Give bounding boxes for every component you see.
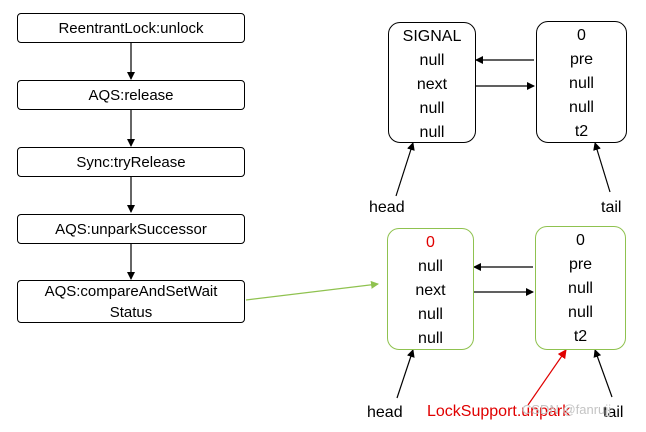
node-field: null bbox=[569, 75, 594, 92]
node-field: next bbox=[416, 76, 448, 93]
cas-arrow bbox=[245, 280, 379, 301]
node-field: null bbox=[569, 99, 594, 116]
node-field: SIGNAL bbox=[402, 28, 462, 45]
node-field: null bbox=[568, 280, 593, 297]
bottom-head-pointer bbox=[396, 349, 415, 399]
bottom-tail-pointer bbox=[593, 349, 613, 398]
top-tail-node: 0 pre null null t2 bbox=[536, 21, 627, 143]
node-field: null bbox=[418, 306, 443, 323]
step-reentrantlock-unlock: ReentrantLock:unlock bbox=[17, 13, 245, 43]
step-aqs-compareandsetwaitstatus: AQS:compareAndSetWait Status bbox=[17, 280, 245, 323]
bottom-tail-node: 0 pre null null t2 bbox=[535, 226, 626, 350]
node-field-waitstatus: 0 bbox=[426, 234, 435, 251]
top-tail-pointer bbox=[593, 142, 611, 193]
node-field: pre bbox=[568, 256, 593, 273]
node-field: null bbox=[419, 52, 445, 69]
node-field: 0 bbox=[577, 27, 586, 44]
node-field: 0 bbox=[576, 232, 585, 249]
watermark: CSDN @fanrujj bbox=[522, 402, 612, 417]
node-field: t2 bbox=[574, 123, 589, 140]
top-head-label: head bbox=[369, 199, 405, 216]
node-field: null bbox=[418, 258, 443, 275]
top-head-node: SIGNAL null next null null bbox=[388, 22, 476, 143]
top-tail-label: tail bbox=[601, 199, 622, 216]
unpark-label: LockSupport.unpark bbox=[427, 403, 571, 420]
unpark-arrow bbox=[527, 349, 567, 406]
bottom-head-node: 0 null next null null bbox=[387, 228, 474, 350]
node-field: null bbox=[419, 100, 445, 117]
node-field: null bbox=[568, 304, 593, 321]
bottom-tail-label: tail bbox=[603, 404, 624, 421]
node-field: next bbox=[415, 282, 446, 299]
step-aqs-unparksuccessor: AQS:unparkSuccessor bbox=[17, 214, 245, 244]
step-aqs-release: AQS:release bbox=[17, 80, 245, 110]
top-head-pointer bbox=[395, 142, 415, 197]
node-field: null bbox=[419, 124, 445, 141]
node-field: null bbox=[418, 330, 443, 347]
node-field: pre bbox=[569, 51, 594, 68]
node-field: t2 bbox=[573, 328, 588, 345]
bottom-head-label: head bbox=[367, 404, 403, 421]
step-sync-tryrelease: Sync:tryRelease bbox=[17, 147, 245, 177]
